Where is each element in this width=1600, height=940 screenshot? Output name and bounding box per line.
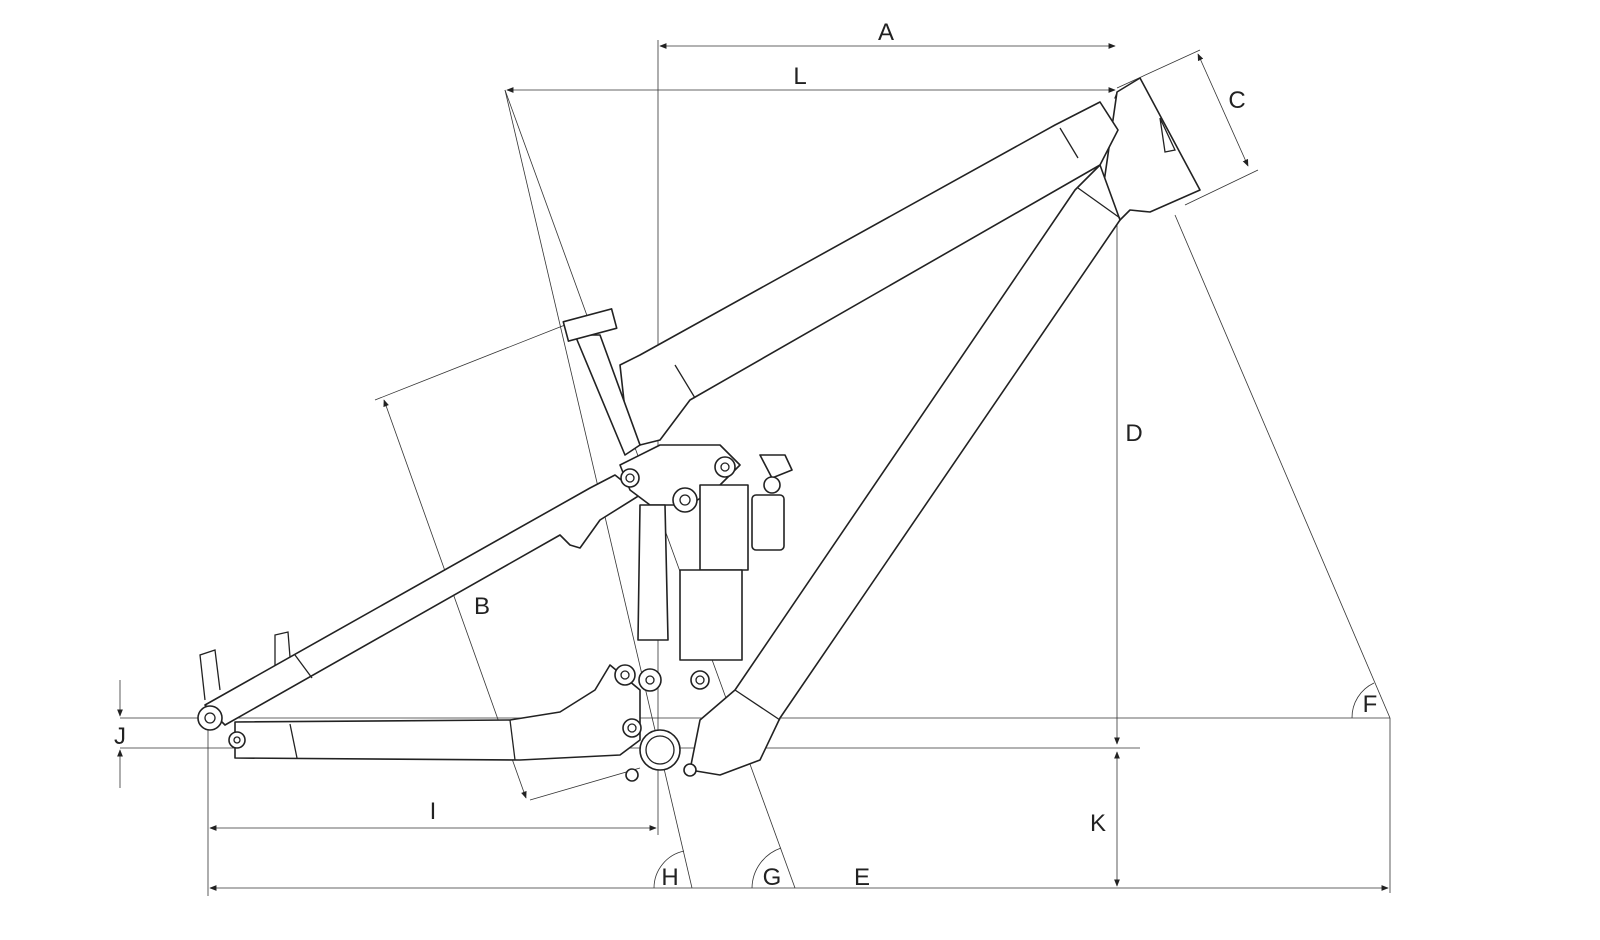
seat-stay <box>204 474 641 726</box>
chainstay <box>234 664 641 761</box>
shock-shaft <box>637 504 669 641</box>
reference-lines <box>120 40 1391 896</box>
angle-h-arc <box>653 850 685 889</box>
shock-reservoir <box>751 494 785 551</box>
dim-c-line <box>1197 53 1249 167</box>
label-e: E <box>854 864 870 891</box>
label-d: D <box>1125 420 1142 447</box>
label-l: L <box>793 63 806 90</box>
label-a: A <box>878 19 894 46</box>
down-tube <box>689 164 1121 776</box>
label-c: C <box>1228 87 1245 114</box>
top-tube <box>619 101 1119 446</box>
dimension-labels: A L C D B F J I K H G E <box>114 19 1377 891</box>
head-tube <box>1099 77 1201 223</box>
label-k: K <box>1090 810 1106 837</box>
label-j: J <box>114 723 126 750</box>
shock-body <box>699 484 749 571</box>
shock-can <box>679 569 743 661</box>
label-f: F <box>1363 691 1378 718</box>
label-g: G <box>763 864 782 891</box>
shock-lever <box>759 454 793 479</box>
bike-frame <box>197 77 1201 782</box>
label-h: H <box>661 864 678 891</box>
label-i: I <box>430 798 437 825</box>
seat-tube-collar <box>562 308 618 342</box>
label-b: B <box>474 593 490 620</box>
angle-f-arc <box>1351 682 1375 719</box>
pivots <box>197 456 781 782</box>
angle-g-arc <box>751 847 782 889</box>
